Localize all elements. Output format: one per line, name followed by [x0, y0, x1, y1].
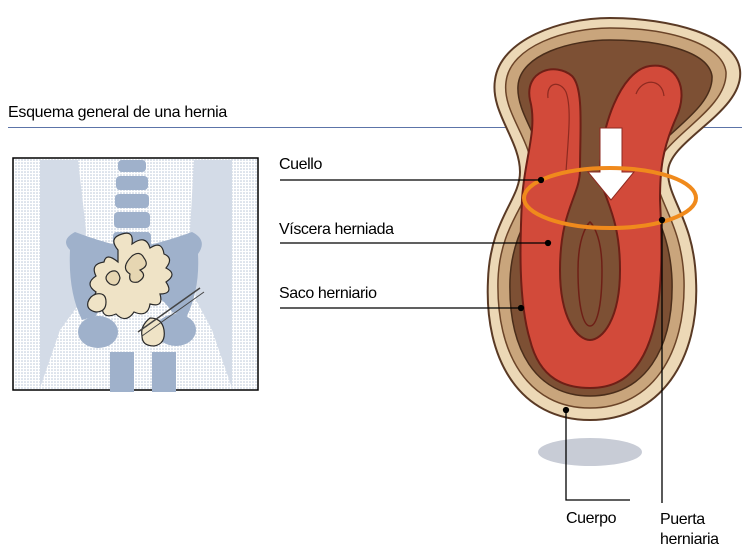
- label-puerta-line2: herniaria: [660, 530, 747, 550]
- body-inset: [13, 158, 258, 392]
- label-cuerpo: Cuerpo: [566, 510, 616, 528]
- label-viscera-herniada: Víscera herniada: [279, 221, 394, 239]
- leader-viscera-dot: [546, 241, 551, 246]
- leader-saco-dot: [519, 306, 524, 311]
- intestine-lumen: [578, 222, 602, 326]
- label-puerta-herniaria: Puerta herniaria: [660, 510, 747, 550]
- leader-cuerpo-dot: [564, 408, 569, 413]
- femur-left: [110, 352, 134, 392]
- shadow: [538, 438, 642, 466]
- label-cuello: Cuello: [279, 156, 322, 174]
- femur-right: [152, 352, 176, 392]
- label-saco-herniario: Saco herniario: [279, 285, 377, 303]
- leader-puerta-dot: [660, 218, 665, 223]
- leader-cuello-dot: [539, 178, 544, 183]
- hernia-cross-section: [488, 18, 741, 466]
- hip-left: [78, 316, 118, 348]
- label-puerta-line1: Puerta: [660, 510, 747, 530]
